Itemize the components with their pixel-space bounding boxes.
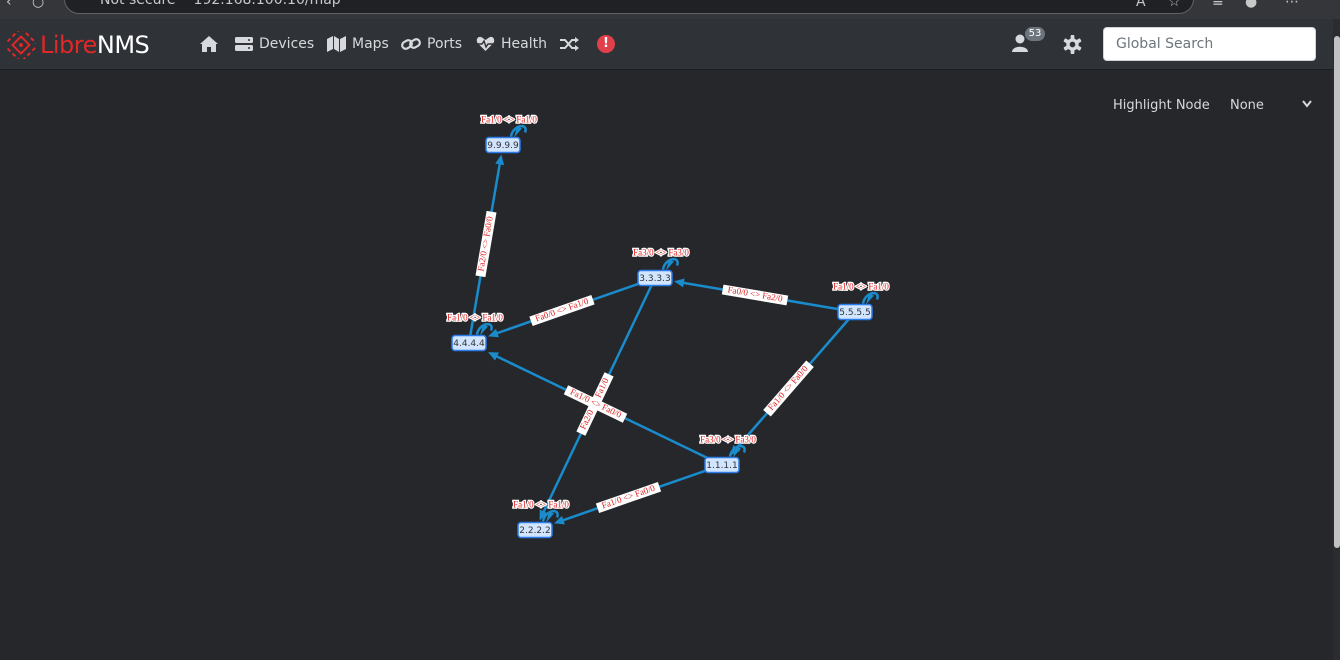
node-label: 9.9.9.9 — [487, 141, 519, 151]
user-icon[interactable] — [1012, 34, 1032, 52]
map-node[interactable]: 3.3.3.3 — [637, 269, 673, 287]
bookmark-star-icon[interactable]: ☆ — [1168, 0, 1181, 10]
node-label: 5.5.5.5 — [839, 308, 871, 318]
self-loop[interactable]: Fa1/0 <> Fa1/0 — [832, 280, 891, 305]
translate-icon[interactable]: A — [1136, 0, 1146, 10]
map-link[interactable]: Fa1/0 <> Fa0/0 — [488, 352, 723, 467]
map-node[interactable]: 9.9.9.9 — [485, 136, 521, 154]
brand-logo[interactable]: LibreNMS — [6, 31, 150, 59]
nav-maps-label: Maps — [352, 36, 389, 52]
link-label: Fa0/0 <> Fa2/0 — [721, 284, 789, 306]
user-count-badge: 53 — [1025, 27, 1045, 41]
nav-ports[interactable]: Ports — [401, 34, 462, 54]
nav-routing[interactable] — [560, 34, 585, 54]
brand-name: LibreNMS — [40, 31, 150, 59]
link-label-text: Fa0/0 <> Fa1/0 — [534, 296, 590, 324]
librenms-logo-icon — [6, 31, 36, 59]
address-text: Not secure 192.168.100.10/map — [100, 0, 341, 8]
highlight-node-label: Highlight Node — [1113, 98, 1210, 113]
self-loop-label: Fa3/0 <> Fa3/0 — [700, 435, 756, 445]
back-icon[interactable]: ‹ — [6, 0, 12, 10]
self-loop-label: Fa3/0 <> Fa3/0 — [633, 248, 689, 258]
alert-icon[interactable]: ! — [597, 35, 615, 53]
map-icon — [327, 36, 346, 52]
link-icon — [401, 38, 421, 50]
node-label: 4.4.4.4 — [453, 339, 485, 349]
link-label: Fa1/0 <> Fa0/0 — [763, 360, 814, 417]
brand-name-part2: NMS — [96, 31, 150, 59]
scrollbar-thumb[interactable] — [1334, 36, 1340, 548]
self-loop-label: Fa1/0 <> Fa1/0 — [447, 313, 503, 323]
self-loop[interactable]: Fa3/0 <> Fa3/0 — [632, 246, 691, 271]
node-label: 3.3.3.3 — [639, 274, 671, 284]
security-label: Not secure — [100, 0, 176, 8]
link-label-text: Fa0/0 <> Fa2/0 — [727, 284, 784, 303]
self-loop[interactable]: Fa3/0 <> Fa3/0 — [699, 433, 758, 458]
map-link[interactable]: Fa1/0 <> Fa0/0 — [554, 463, 723, 525]
random-icon — [560, 37, 579, 51]
brand-name-part1: Libre — [40, 31, 97, 59]
self-loop-label: Fa1/0 <> Fa1/0 — [481, 115, 537, 125]
more-icon[interactable]: ⋯ — [1285, 0, 1299, 10]
url-label: 192.168.100.10/map — [193, 0, 341, 8]
link-label-text: Fa2/0 <> Fa0/0 — [475, 215, 494, 272]
self-loop[interactable]: Fa1/0 <> Fa1/0 — [512, 498, 571, 523]
self-loop-label: Fa1/0 <> Fa1/0 — [833, 282, 889, 292]
map-link[interactable]: Fa0/0 <> Fa2/0 — [674, 278, 856, 314]
reload-icon[interactable]: ○ — [32, 0, 45, 10]
reading-list-icon[interactable]: ≡ — [1212, 0, 1224, 10]
gear-icon[interactable] — [1063, 35, 1082, 54]
node-label: 1.1.1.1 — [706, 461, 738, 471]
nav-devices[interactable]: Devices — [235, 34, 314, 54]
home-icon — [200, 36, 218, 52]
nav-maps[interactable]: Maps — [327, 34, 389, 54]
self-loop[interactable]: Fa1/0 <> Fa1/0 — [446, 311, 505, 336]
nav-health-label: Health — [501, 36, 547, 52]
link-label: Fa2/0 <> Fa0/0 — [475, 210, 497, 278]
nav-devices-label: Devices — [259, 36, 315, 52]
nav-health[interactable]: Health — [476, 34, 547, 54]
node-label: 2.2.2.2 — [519, 526, 551, 536]
heartbeat-icon — [476, 36, 495, 51]
link-label-text: Fa1/0 <> Fa0/0 — [766, 363, 810, 412]
map-node[interactable]: 1.1.1.1 — [704, 456, 740, 474]
link-label-text: Fa1/0 <> Fa0/0 — [600, 483, 656, 511]
map-node[interactable]: 5.5.5.5 — [837, 303, 873, 321]
map-node[interactable]: 4.4.4.4 — [451, 334, 487, 352]
global-search-input[interactable] — [1103, 27, 1316, 61]
link-label: Fa0/0 <> Fa1/0 — [529, 294, 595, 327]
self-loop-label: Fa1/0 <> Fa1/0 — [513, 500, 569, 510]
map-node[interactable]: 2.2.2.2 — [517, 521, 553, 539]
profile-icon[interactable]: ● — [1245, 0, 1258, 10]
self-loop[interactable]: Fa1/0 <> Fa1/0 — [480, 113, 539, 138]
server-icon — [235, 37, 253, 51]
chevron-down-icon[interactable] — [1302, 100, 1312, 108]
highlight-node-select[interactable]: None — [1230, 98, 1264, 113]
link-label: Fa1/0 <> Fa0/0 — [595, 482, 662, 513]
nav-ports-label: Ports — [427, 36, 463, 52]
nav-home[interactable] — [199, 34, 225, 54]
